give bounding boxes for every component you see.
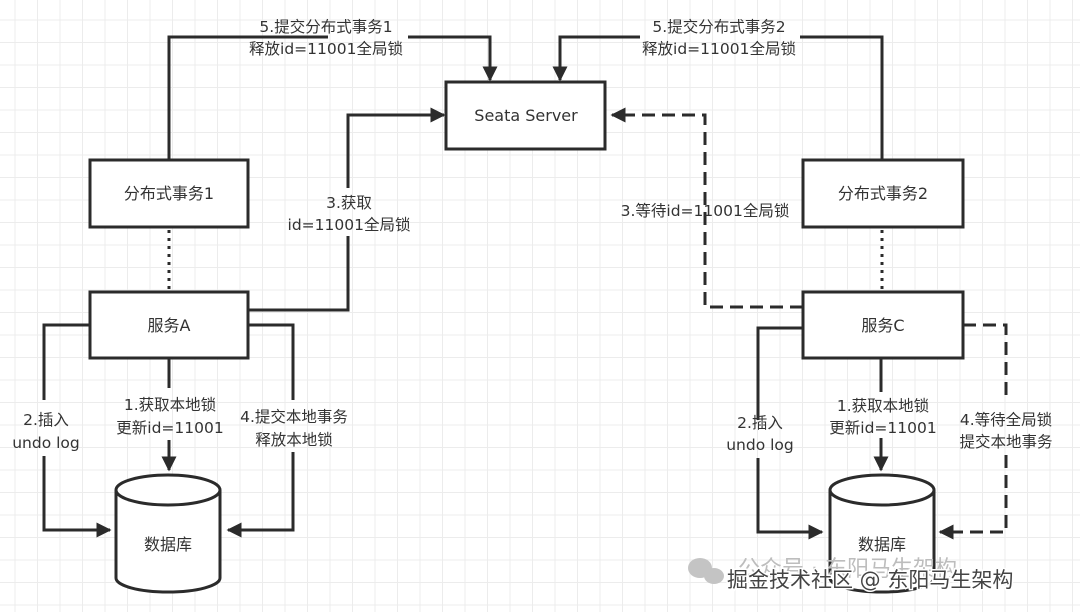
edge-a-commit-local [228, 323, 295, 530]
service-c-label: 服务C [861, 316, 904, 335]
db-right-label: 数据库 [858, 535, 906, 554]
edge-c-wait-commit [940, 323, 1008, 532]
seata-server-label: Seata Server [474, 106, 578, 125]
watermark-faded: 公众号 · 东阳马生架构 [738, 557, 957, 582]
a-local-lock-label-2: 更新id=11001 [116, 419, 223, 437]
edge-tx2-commit [560, 35, 884, 160]
tx1-commit-label-2: 释放id=11001全局锁 [249, 40, 403, 58]
tx2-commit-label-2: 释放id=11001全局锁 [642, 40, 796, 58]
edge-c-insert-undo [756, 326, 822, 532]
edge-c-wait-global [610, 107, 803, 309]
tx1-commit-label-1: 5.提交分布式事务1 [259, 18, 392, 36]
service-a-label: 服务A [148, 316, 191, 335]
c-local-lock-label-2: 更新id=11001 [829, 419, 936, 437]
c-local-lock-label-1: 1.获取本地锁 [837, 397, 929, 415]
edge-a-insert-undo [42, 323, 110, 530]
a-commit-local-label-2: 释放本地锁 [255, 431, 333, 449]
seata-server-box [444, 80, 607, 151]
c-wait-commit-label-1: 4.等待全局锁 [960, 411, 1052, 429]
service-a-box [88, 290, 250, 360]
a-undo-label-2: undo log [12, 434, 80, 452]
a-local-lock-label-1: 1.获取本地锁 [124, 396, 216, 414]
a-undo-label-1: 2.插入 [23, 411, 69, 429]
service-c-box [801, 290, 965, 360]
a-commit-local-label-1: 4.提交本地事务 [240, 408, 348, 426]
db-left-cylinder [114, 473, 222, 594]
acquire-global-label-2: id=11001全局锁 [288, 216, 411, 234]
edge-a-acquire-global [248, 115, 444, 312]
watermark-overlay: 掘金技术社区 @ 东阳马生架构 [727, 568, 1013, 592]
tx1-label: 分布式事务1 [124, 184, 214, 203]
c-undo-label-2: undo log [726, 436, 794, 454]
wait-global-label: 3.等待id=11001全局锁 [621, 202, 790, 220]
edge-tx1-commit [167, 35, 490, 160]
acquire-global-label-1: 3.获取 [326, 194, 372, 212]
wechat-icon [688, 558, 724, 584]
c-wait-commit-label-2: 提交本地事务 [959, 433, 1052, 451]
c-undo-label-1: 2.插入 [737, 414, 783, 432]
tx2-commit-label-1: 5.提交分布式事务2 [652, 18, 785, 36]
tx2-label: 分布式事务2 [838, 184, 928, 203]
tx2-box [801, 158, 965, 229]
db-left-label: 数据库 [144, 535, 192, 554]
db-right-cylinder [828, 473, 936, 594]
tx1-box [88, 158, 250, 229]
